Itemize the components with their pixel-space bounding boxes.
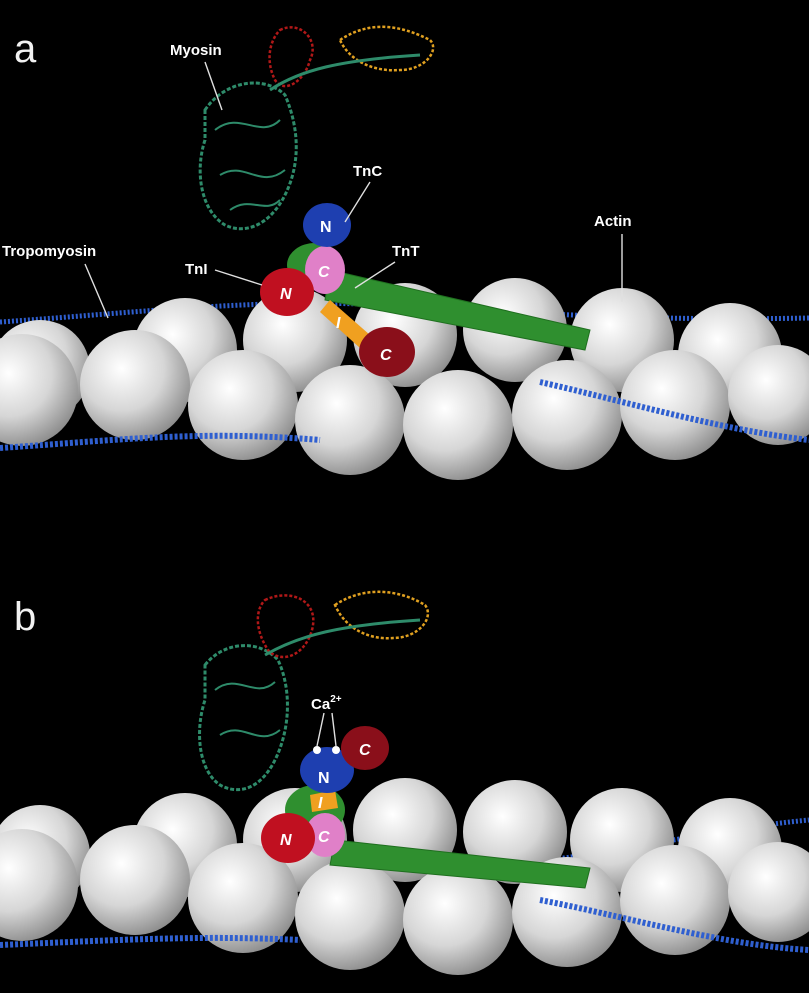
actin-filament-front-a — [0, 330, 809, 480]
tnc-c-label-b: C — [318, 829, 330, 846]
actin-monomer — [295, 860, 405, 970]
tnc-leader — [344, 181, 371, 223]
tnc-n-lobe-b — [300, 747, 354, 793]
myosin-leader — [204, 61, 223, 111]
tni-n-label-b: N — [280, 832, 292, 849]
tni-c-label-b: C — [359, 742, 371, 759]
actin-monomer — [512, 360, 622, 470]
actin-monomer — [728, 842, 809, 942]
actin-monomer — [0, 334, 78, 446]
actin-monomer — [188, 843, 298, 953]
tni-label: TnI — [185, 261, 208, 278]
actin-monomer — [620, 350, 730, 460]
calcium-leader — [316, 712, 337, 747]
troponin-complex-b: N C N I C — [261, 726, 591, 889]
actin-monomer — [295, 365, 405, 475]
tnt-tail-b — [329, 839, 591, 889]
tropomyosin-leader — [84, 263, 109, 319]
tni-c-domain-a — [359, 327, 415, 377]
panel-a: a — [0, 25, 809, 480]
panel-letter-b: b — [14, 595, 36, 639]
actin-monomer — [728, 345, 809, 445]
myosin-label: Myosin — [170, 42, 222, 59]
tni-inhibitory-region-b — [310, 790, 338, 812]
calcium-label: Ca2+ — [311, 694, 342, 713]
tnc-c-lobe-a — [305, 246, 345, 294]
actin-monomer — [512, 857, 622, 967]
tnt-label: TnT — [392, 243, 420, 260]
tropomyosin-label: Tropomyosin — [2, 243, 96, 260]
tni-c-label-a: C — [380, 347, 392, 364]
panel-letter-a: a — [14, 27, 37, 71]
tni-i-label-b: I — [318, 795, 323, 812]
actin-monomer — [80, 825, 190, 935]
actin-monomer — [620, 845, 730, 955]
tni-n-domain-a — [260, 268, 314, 316]
tni-n-label-a: N — [280, 286, 292, 303]
actin-monomer — [188, 350, 298, 460]
tnc-n-lobe-a — [303, 203, 351, 247]
actin-monomer — [403, 865, 513, 975]
actin-monomer — [80, 330, 190, 440]
tropomyosin-strand-front-a — [0, 379, 809, 451]
actin-filament-front-b — [0, 825, 809, 975]
tnc-c-label-a: C — [318, 264, 330, 281]
tni-i-label-a: I — [336, 315, 341, 332]
tropomyosin-strand-front-b — [0, 897, 809, 953]
tni-n-domain-b — [261, 813, 315, 863]
actin-label: Actin — [594, 213, 632, 230]
tnt-leader — [354, 261, 396, 289]
tnc-n-label-a: N — [320, 219, 332, 236]
myosin-molecule-a — [198, 25, 435, 231]
actin-monomer — [0, 829, 78, 941]
tnc-c-lobe-b — [305, 813, 345, 857]
actin-monomer — [403, 370, 513, 480]
calcium-ion — [332, 746, 340, 754]
calcium-ion — [313, 746, 321, 754]
myosin-molecule-b — [198, 590, 430, 792]
panel-b: b — [0, 590, 809, 975]
tni-inhibitory-region-a — [320, 300, 370, 348]
tnc-label: TnC — [353, 163, 382, 180]
tnc-n-label-b: N — [318, 770, 330, 787]
tni-c-domain-b — [341, 726, 389, 770]
tni-leader — [214, 269, 263, 286]
troponin-complex-a: N C N I C — [260, 203, 591, 377]
